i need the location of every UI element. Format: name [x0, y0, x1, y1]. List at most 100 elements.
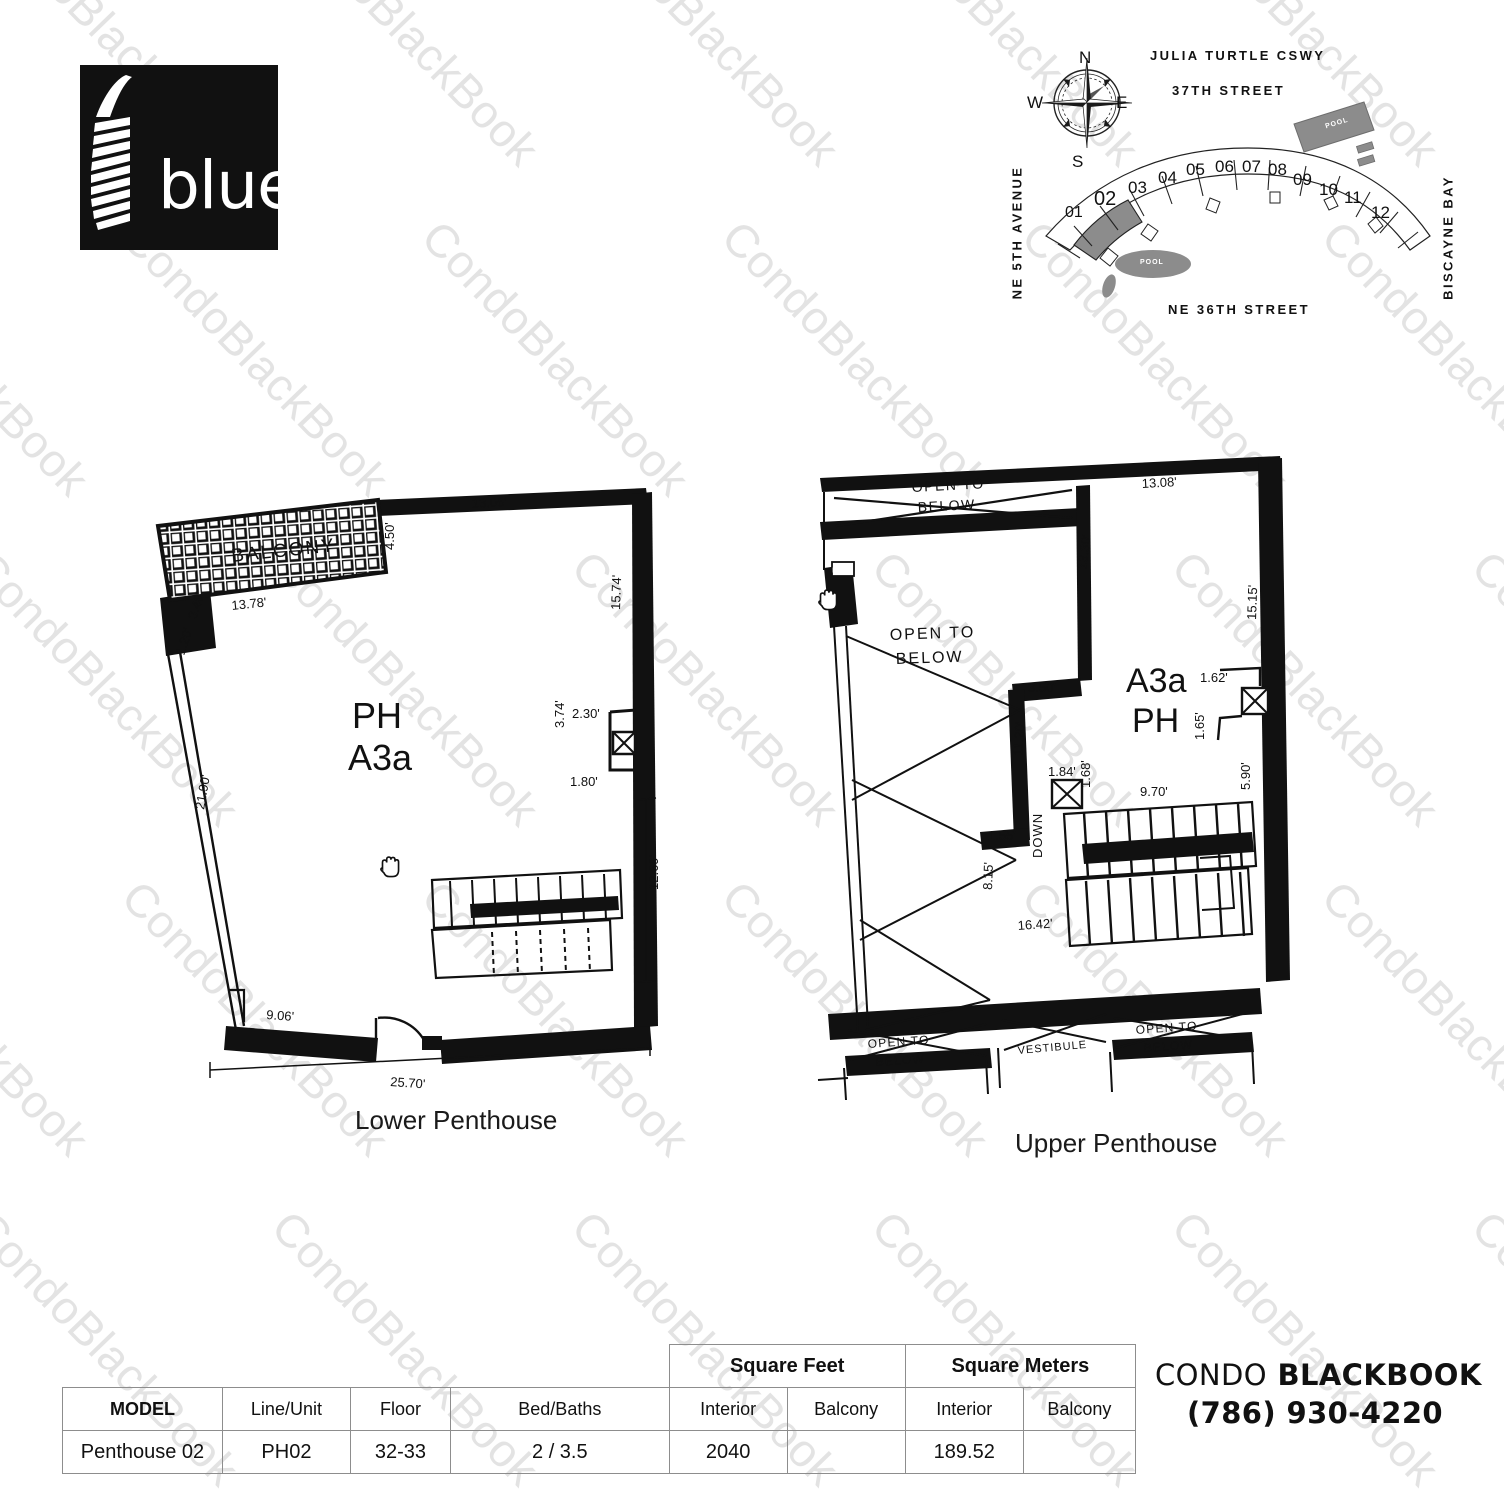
column-header-sqft-interior: Interior	[668, 1387, 788, 1431]
watermark-text: CondoBlackBook	[561, 0, 850, 176]
dim-upper-1120: 11.20'	[1010, 721, 1027, 756]
column-header-bed-baths: Bed/Baths	[449, 1387, 670, 1431]
site-map-unit-06: 06	[1215, 157, 1234, 176]
pool-lower-label: POOL	[1140, 259, 1164, 266]
cell-sqm-balcony	[1022, 1430, 1137, 1474]
group-header-square-meters: Square Meters	[904, 1344, 1137, 1388]
site-map-unit-09: 09	[1293, 170, 1312, 189]
upper-unit-label-model: A3a	[1126, 662, 1187, 700]
cell-model: Penthouse 02	[62, 1430, 223, 1474]
blue-logo: blue	[80, 65, 298, 250]
cell-sqft-balcony	[786, 1430, 906, 1474]
dim-upper-155: 1.55'	[988, 828, 1016, 843]
lower-unit-label-ph: PH	[352, 695, 402, 736]
upper-util-label: UTIL	[832, 566, 852, 576]
dim-lower-374: 3.74'	[552, 700, 567, 728]
site-map-street-37th: 37TH STREET	[1172, 83, 1286, 98]
spacer-cell	[350, 1345, 450, 1388]
upper-otb-mid-line2: BELOW	[896, 649, 964, 668]
cell-line-unit: PH02	[221, 1430, 351, 1474]
dim-upper-590: 5.90'	[1238, 762, 1253, 790]
upper-penthouse-caption: Upper Penthouse	[1015, 1128, 1218, 1158]
dim-upper-1330: 13.30'	[1074, 534, 1094, 571]
upper-unit-label-ph: PH	[1132, 702, 1179, 740]
cell-floor: 32-33	[349, 1430, 451, 1474]
site-map-unit-10: 10	[1319, 180, 1338, 199]
watermark-text: CondoBlackBook	[411, 210, 700, 506]
brand-name-part1: CONDO	[1155, 1358, 1267, 1392]
spacer-cell	[450, 1345, 669, 1388]
lower-penthouse-caption: Lower Penthouse	[355, 1105, 558, 1135]
dim-lower-1306: 13.06'	[471, 494, 507, 511]
brand-phone: (786) 930-4220	[1186, 1396, 1444, 1430]
upper-otb-bl-line2: BELOW	[875, 1052, 925, 1069]
dim-upper-162: 1.62'	[1200, 670, 1228, 685]
watermark-text: CondoBlackBook	[111, 210, 400, 506]
compass-east-label: E	[1116, 93, 1128, 112]
dim-lower-230: 2.30'	[572, 706, 600, 721]
site-map-unit-01: 01	[1065, 204, 1083, 221]
dim-upper-168: 1.68'	[1078, 760, 1093, 788]
hand-cursor-icon-upper	[818, 589, 838, 611]
dim-upper-1642: 16.42'	[1017, 916, 1053, 933]
cell-bed-baths: 2 / 3.5	[449, 1430, 670, 1474]
compass-south-label: S	[1072, 152, 1084, 171]
dim-upper-970: 9.70'	[1140, 784, 1168, 799]
dim-upper-1515: 15.15'	[1244, 585, 1260, 621]
dim-upper-815: 8.15'	[980, 862, 996, 890]
watermark-text: CondoBlackBook	[1461, 1200, 1504, 1496]
pool-upper-shape	[1293, 101, 1376, 167]
site-map-street-ne5th: NE 5TH AVENUE	[1009, 165, 1025, 300]
site-map-unit-03: 03	[1128, 178, 1147, 197]
column-header-sqm-interior: Interior	[904, 1387, 1024, 1431]
column-header-floor: Floor	[349, 1387, 451, 1431]
column-header-line-unit: Line/Unit	[221, 1387, 351, 1431]
pool-lower-shape	[1102, 250, 1191, 298]
lower-penthouse-floorplan: BALCONY PH A3a 13.06' 13.78'	[155, 488, 661, 1091]
table-column-header-row: MODEL Line/Unit Floor Bed/Baths Interior…	[62, 1387, 1137, 1431]
upper-otb-top-line1: OPEN TO	[911, 475, 985, 495]
site-map-unit-11: 11	[1344, 188, 1362, 207]
upper-otb-br-line2: BELOW	[1143, 1038, 1193, 1055]
dim-lower-1574: 15.74'	[608, 575, 624, 611]
upper-otb-bl-line1: OPEN TO	[867, 1033, 930, 1051]
upper-otb-top-line2: BELOW	[917, 496, 976, 515]
upper-otb-mid-line1: OPEN TO	[890, 624, 976, 644]
dim-lower-2570: 25.70'	[390, 1074, 426, 1091]
hand-cursor-icon	[380, 856, 400, 878]
watermark-text: CondoBlackBook	[1311, 870, 1504, 1166]
dim-upper-165: 1.65'	[1192, 712, 1207, 740]
dim-upper-1308: 13.08'	[1141, 474, 1177, 491]
blue-building-swoosh-icon	[91, 75, 132, 230]
dim-upper-184: 1.84'	[1048, 764, 1076, 779]
watermark-text: CondoBlackBook	[0, 210, 100, 506]
table-row: Penthouse 02 PH02 32-33 2 / 3.5 2040 189…	[62, 1430, 1137, 1474]
site-map-street-ne36th: NE 36TH STREET	[1168, 302, 1310, 317]
dim-lower-1269: 12.69'	[646, 855, 661, 890]
compass-rose-icon	[1041, 57, 1133, 149]
watermark-text: CondoBlackBook	[1461, 540, 1504, 836]
unit-spec-table: Square Feet Square Meters MODEL Line/Uni…	[62, 1344, 1137, 1474]
site-map-unit-07: 07	[1242, 157, 1261, 176]
column-header-sqm-balcony: Balcony	[1022, 1387, 1137, 1431]
compass-north-label: N	[1079, 48, 1092, 67]
cell-sqm-interior: 189.52	[904, 1430, 1024, 1474]
dim-lower-1378: 13.78'	[231, 594, 267, 613]
site-map-unit-04: 04	[1158, 168, 1177, 187]
watermark-text: CondoBlackBook	[261, 0, 550, 176]
column-header-sqft-balcony: Balcony	[786, 1387, 906, 1431]
dim-lower-906: 9.06'	[266, 1007, 295, 1024]
spacer-cell	[222, 1345, 350, 1388]
group-header-square-feet: Square Feet	[668, 1344, 906, 1388]
site-map-biscayne-bay: BISCAYNE BAY	[1440, 175, 1456, 300]
building-unit-arc	[1045, 147, 1431, 267]
dim-lower-450: 4.50'	[382, 522, 397, 550]
watermark-text: CondoBlackBook	[0, 870, 100, 1166]
compass-west-label: W	[1027, 93, 1044, 112]
watermark-text: CondoBlackBook	[1161, 1200, 1450, 1496]
site-map-unit-05: 05	[1186, 160, 1205, 179]
table-group-header-row: Square Feet Square Meters	[63, 1344, 1137, 1388]
upper-otb-br-line1: OPEN TO	[1135, 1019, 1198, 1037]
spacer-cell	[63, 1345, 223, 1388]
blue-wordmark: blue	[158, 147, 298, 224]
